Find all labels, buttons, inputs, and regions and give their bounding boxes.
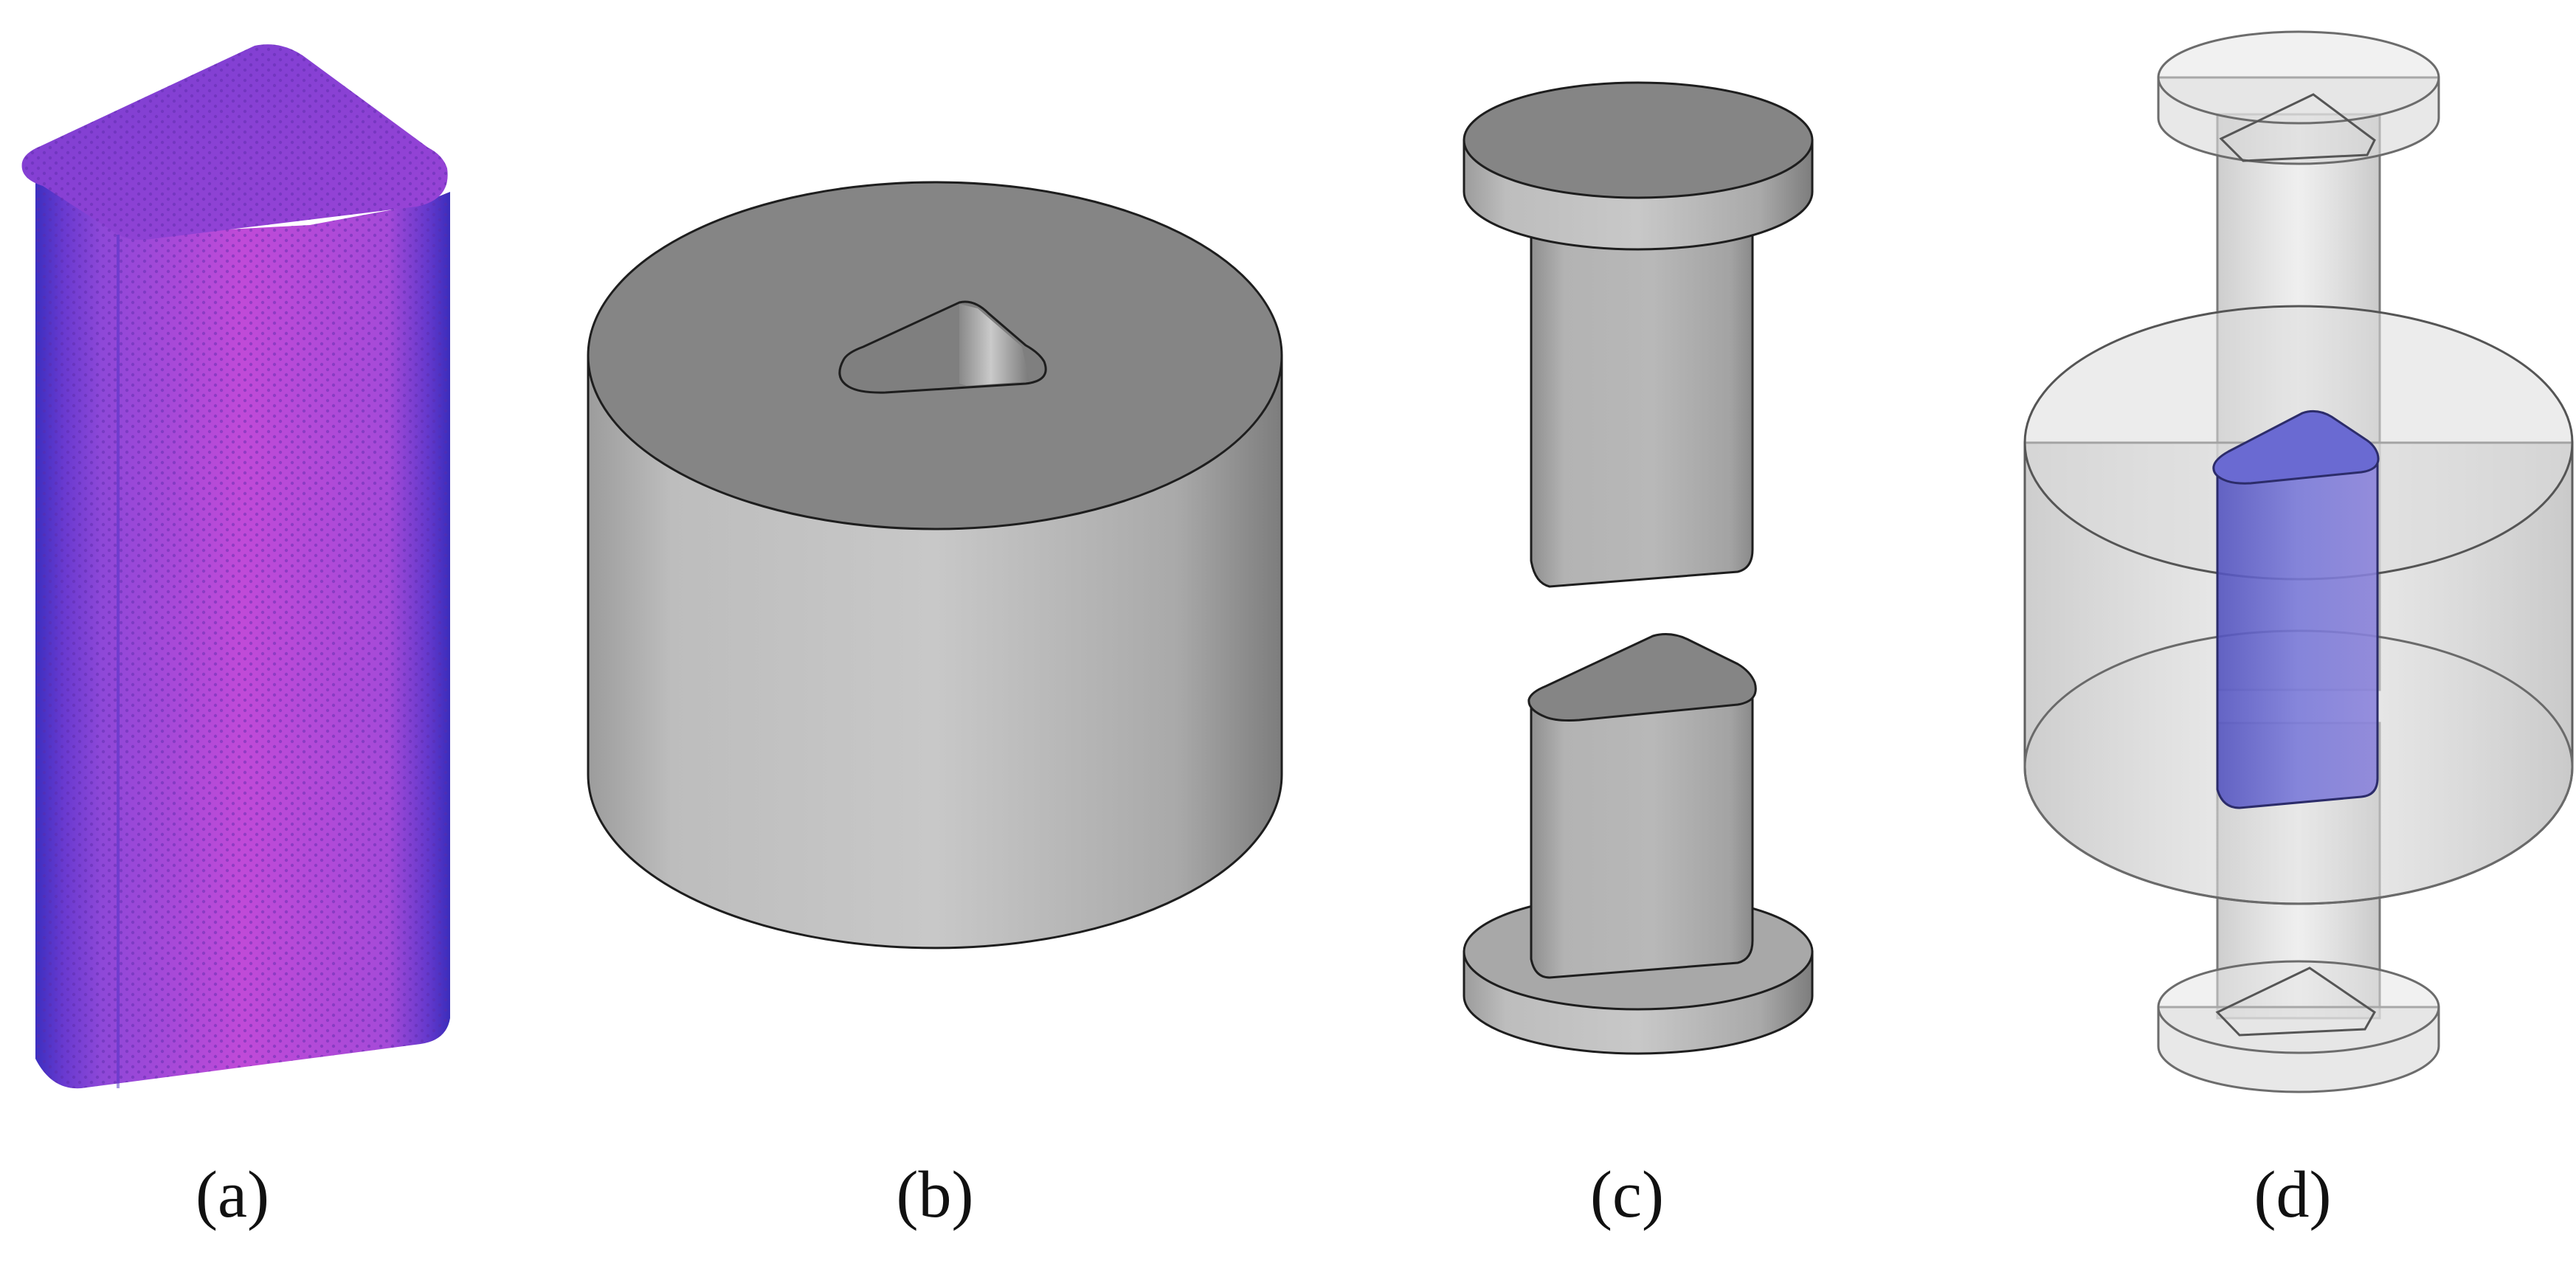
caption-b: (b) (896, 1158, 974, 1231)
lower-punch-post (1530, 692, 1754, 979)
panel-d-assembly (2023, 30, 2574, 1093)
lower-punch (1463, 633, 1814, 1055)
upper-punch-disc-top (1463, 81, 1814, 199)
blue-specimen-top (2212, 409, 2380, 485)
ghost-lower-disc-top (2157, 960, 2440, 1054)
blue-specimen (2212, 409, 2380, 809)
panel-b-die (587, 181, 1283, 950)
caption-a: (a) (196, 1158, 269, 1231)
die-hole-wall (959, 304, 1029, 386)
blue-specimen-side (2216, 460, 2379, 809)
panel-c-punches (1463, 81, 1814, 1055)
caption-c: (c) (1590, 1158, 1664, 1231)
upper-punch (1463, 81, 1814, 588)
ghost-upper-triangle (2219, 93, 2376, 162)
caption-d: (d) (2254, 1158, 2332, 1231)
ghost-upper-disc-top (2157, 30, 2440, 125)
upper-punch-post (1530, 220, 1754, 588)
lower-punch-top-face (1527, 633, 1757, 722)
panel-a-meshed-specimen (21, 44, 450, 1089)
ghost-lower-triangle (2215, 967, 2376, 1037)
